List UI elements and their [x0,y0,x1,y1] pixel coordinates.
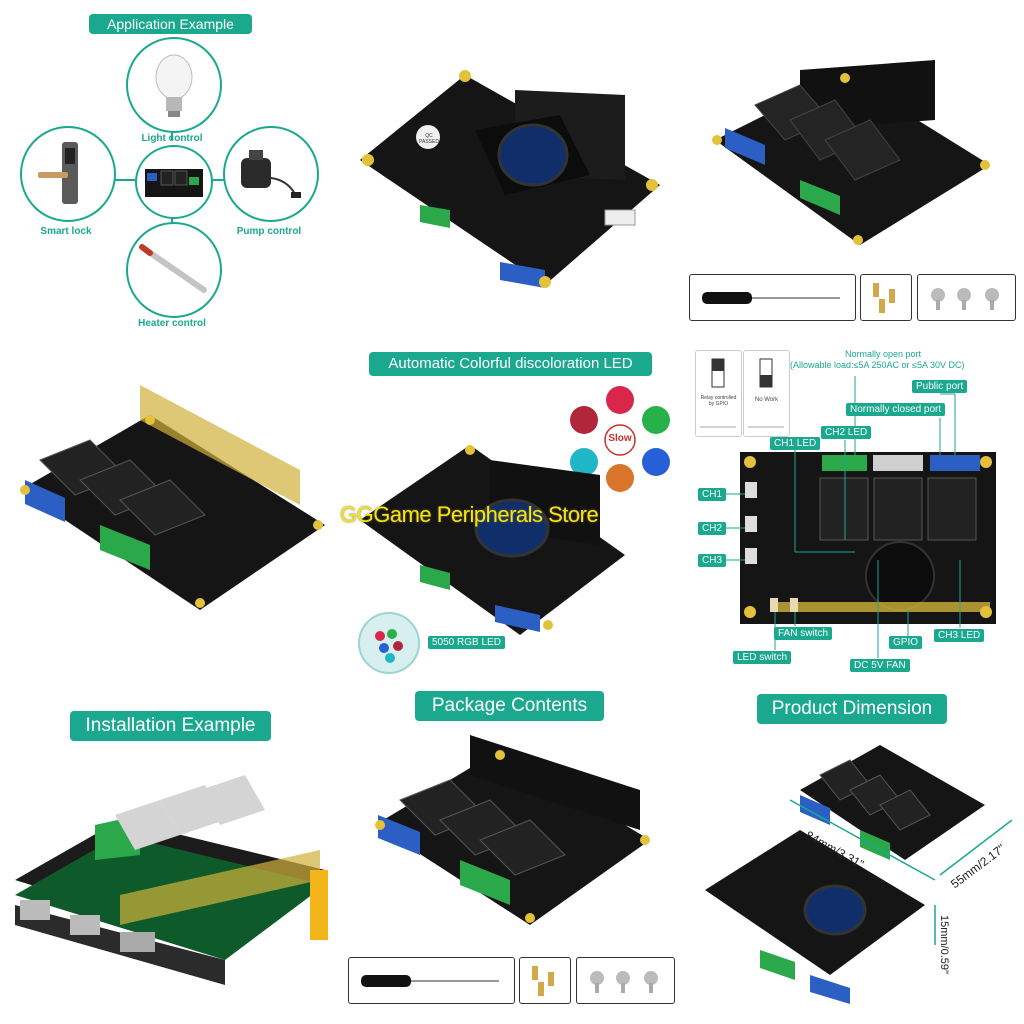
application-example-title: Application Example [89,14,252,34]
rgb-led-label: 5050 RGB LED [428,636,505,649]
screwdriver-icon [361,975,499,987]
package-screws [576,957,675,1004]
normally-closed-port-label: Normally closed port [846,403,946,416]
normally-open-port-label: Normally open port [845,349,922,359]
standoff-accessory [860,274,912,321]
smart-lock-caption: Smart lock [40,226,92,237]
relay-board-thumb-icon [145,169,203,197]
ch3-label: CH3 [698,554,727,567]
pump-control-caption: Pump control [236,226,302,237]
light-control-image [126,37,222,133]
screwdriver-icon [702,292,840,304]
heater-control-image [126,222,222,318]
ch3-led-label: CH3 LED [934,629,985,642]
product-dimension-title: Product Dimension [757,694,947,724]
qc-passed-sticker: QC PASSED [419,133,439,145]
brass-standoff-icon [873,283,895,313]
ch1-label: CH1 [698,488,727,501]
light-bulb-icon [155,54,193,117]
fan-switch-label: FAN switch [774,627,833,640]
screws-accessory [917,274,1016,321]
screws-icon [931,288,999,310]
heater-rod-icon [139,244,207,293]
relay-controlled-label: Relay controlled by GPIO [700,395,737,407]
switch-off-icon [748,358,784,428]
switch-on-icon [700,358,736,428]
ch1-led-label: CH1 LED [770,437,821,450]
heater-control-caption: Heater control [138,318,206,329]
rgb-led-closeup [358,612,420,674]
led-section-title: Automatic Colorful discoloration LED [369,352,652,376]
ch2-led-label: CH2 LED [821,426,872,439]
light-control-caption: Light control [141,133,203,144]
brass-standoff-icon [532,966,554,996]
pump-control-image [223,126,319,222]
public-port-label: Public port [912,380,968,393]
installation-example-title: Installation Example [70,711,271,741]
water-pump-icon [241,150,301,198]
package-screwdriver [348,957,515,1004]
package-contents-title: Package Contents [415,691,604,721]
package-standoffs [519,957,571,1004]
relay-board-thumb [135,145,213,219]
ch2-label: CH2 [698,522,727,535]
smart-lock-icon [38,142,78,204]
dc-fan-label: DC 5V FAN [850,659,910,672]
led-switch-label: LED switch [733,651,792,664]
switch-diagram-off: No Work [743,350,790,437]
rgb-led-cluster-icon [375,629,403,663]
switch-diagram-on: Relay controlled by GPIO [695,350,742,437]
gpio-label: GPIO [889,636,923,649]
height-dimension: 15mm/0.59" [938,915,950,974]
normally-open-load-label: (Allowable load:≤5A 250AC or ≤5A 30V DC) [790,360,965,370]
screwdriver-accessory [689,274,856,321]
smart-lock-image [20,126,116,222]
no-work-label: No Work [754,397,779,403]
store-watermark: GGGame Peripherals Store [340,502,599,527]
slow-label: Slow [608,433,632,444]
screws-icon [590,971,658,993]
